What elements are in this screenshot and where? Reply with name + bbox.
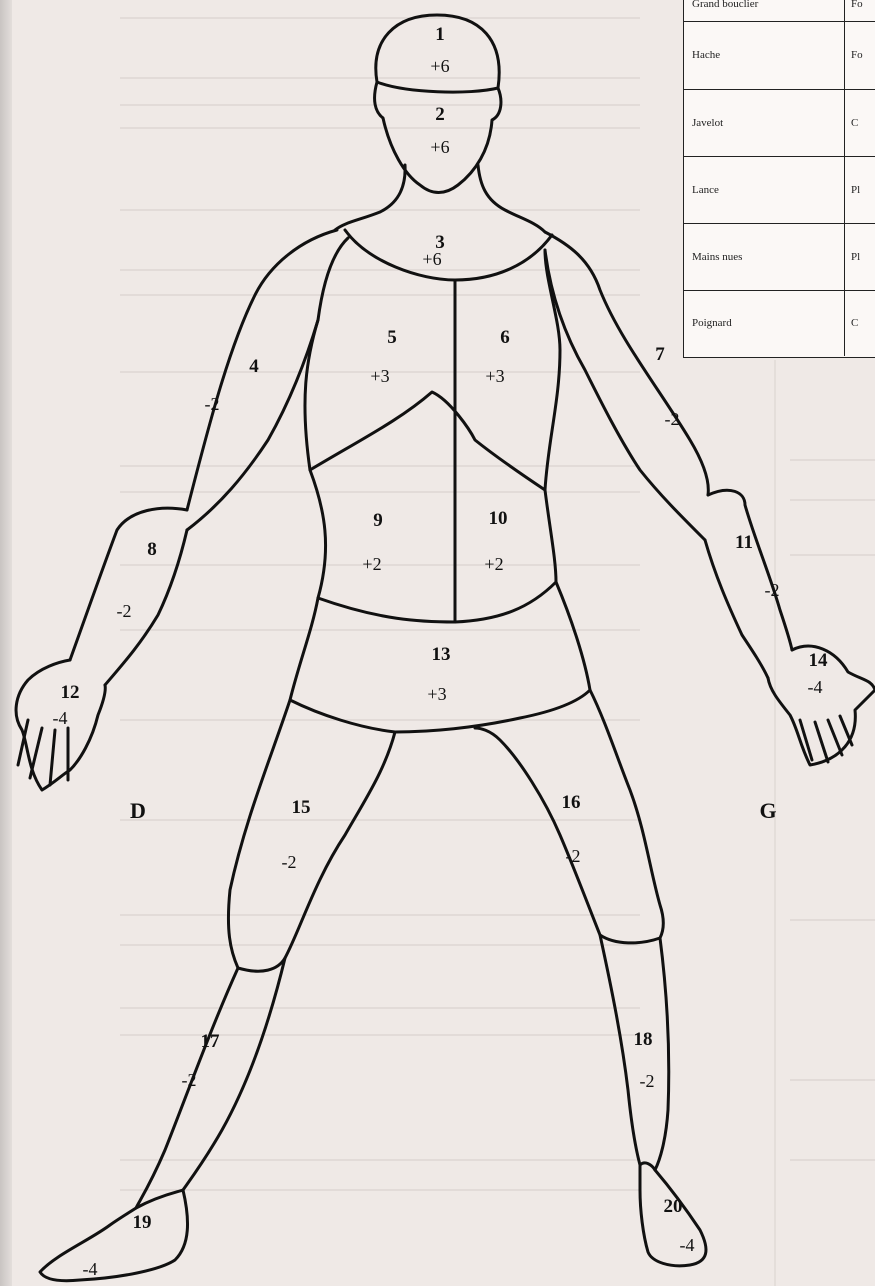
zone-7-outline xyxy=(545,232,708,495)
zone-14-fingers xyxy=(800,716,852,762)
zone-11-outline xyxy=(708,490,792,650)
zone-4-modifier: -2 xyxy=(205,394,220,414)
zone-10-modifier: +2 xyxy=(484,554,503,574)
zone-8-number: 8 xyxy=(147,539,157,560)
neck-outline-left xyxy=(478,165,545,232)
zone-1-number: 1 xyxy=(435,24,445,45)
side-label-right: D xyxy=(130,798,146,823)
zone-12-number: 12 xyxy=(61,682,80,703)
zone-4-inner xyxy=(187,238,348,530)
zone-10-number: 10 xyxy=(489,508,508,529)
zone-labels: 1+62+63+64-25+36+37-28-29+210+211-212-41… xyxy=(53,24,829,1279)
zone-15-outline xyxy=(228,700,395,971)
waist-line xyxy=(318,582,556,622)
zone-6-number: 6 xyxy=(500,327,510,348)
zone-14-number: 14 xyxy=(809,650,829,671)
zone-7-number: 7 xyxy=(655,344,665,365)
zone-7-inner xyxy=(545,250,705,540)
zone-19-number: 19 xyxy=(133,1212,152,1233)
zone-9-number: 9 xyxy=(373,510,383,531)
zone-2-number: 2 xyxy=(435,104,445,125)
zone-6-modifier: +3 xyxy=(485,366,504,386)
zone-13-number: 13 xyxy=(432,644,451,665)
zone-13-modifier: +3 xyxy=(427,684,446,704)
torso-left-side xyxy=(545,250,560,582)
zone-16-modifier: -2 xyxy=(566,846,581,866)
torso-right-side xyxy=(305,320,326,598)
zone-8-modifier: -2 xyxy=(117,601,132,621)
zone-5-number: 5 xyxy=(387,327,397,348)
zone-20-modifier: -4 xyxy=(680,1235,695,1255)
zone-18-number: 18 xyxy=(634,1029,653,1050)
zone-1-modifier: +6 xyxy=(430,56,449,76)
neck-outline xyxy=(335,165,405,230)
zone-18-modifier: -2 xyxy=(640,1071,655,1091)
zone-16-outline xyxy=(475,690,663,943)
zone-18-outline xyxy=(655,938,669,1170)
zone-19-modifier: -4 xyxy=(83,1259,98,1279)
zone-14-modifier: -4 xyxy=(808,677,823,697)
zone-17-inner xyxy=(183,958,285,1190)
zone-4-number: 4 xyxy=(249,356,259,377)
zone-17-modifier: -2 xyxy=(182,1070,197,1090)
zone-11-modifier: -2 xyxy=(765,580,780,600)
zone-15-modifier: -2 xyxy=(282,852,297,872)
zone-16-number: 16 xyxy=(562,792,581,813)
zone-17-number: 17 xyxy=(201,1031,221,1052)
side-label-left: G xyxy=(759,798,776,823)
zone-9-modifier: +2 xyxy=(362,554,381,574)
zone-7-modifier: -2 xyxy=(665,409,680,429)
zone-5-modifier: +3 xyxy=(370,366,389,386)
zone-3-modifier: +6 xyxy=(422,249,441,269)
zone-11-number: 11 xyxy=(735,532,753,553)
zone-12-modifier: -4 xyxy=(53,708,68,728)
zone-15-number: 15 xyxy=(292,797,311,818)
zone-11-inner xyxy=(705,540,768,678)
zone-18-inner xyxy=(600,935,640,1165)
zone-2-modifier: +6 xyxy=(430,137,449,157)
zone-20-number: 20 xyxy=(664,1196,683,1217)
chest-line xyxy=(310,392,545,490)
zone-3-outline xyxy=(345,230,552,280)
zone-19-outline xyxy=(40,1190,188,1281)
